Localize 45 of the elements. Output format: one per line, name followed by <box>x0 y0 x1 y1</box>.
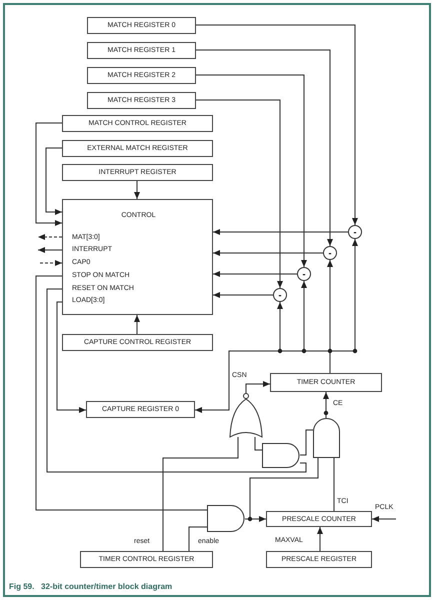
register-box <box>62 140 213 157</box>
arrow <box>212 271 298 277</box>
arrow <box>38 234 62 240</box>
arrow <box>196 24 358 226</box>
register-box <box>87 67 196 84</box>
figure-caption: Fig 59. 32-bit counter/timer block diagram <box>9 581 172 593</box>
connector-line <box>46 288 306 472</box>
arrow <box>38 247 62 253</box>
arrow <box>56 302 86 413</box>
arrow <box>46 148 62 215</box>
register-box <box>87 17 196 34</box>
register-box <box>87 92 196 109</box>
arrow <box>317 526 323 552</box>
register-box <box>62 164 213 181</box>
or-gate <box>230 393 262 437</box>
register-box <box>86 401 195 418</box>
register-box <box>266 551 372 568</box>
connector-line <box>162 436 238 552</box>
arrow <box>196 50 333 246</box>
register-box <box>80 551 213 568</box>
arrow <box>212 229 348 235</box>
connector-line <box>188 526 208 552</box>
arrow <box>196 100 283 288</box>
connector-line <box>36 276 208 510</box>
and-gate <box>313 418 340 458</box>
arrow <box>36 122 62 226</box>
register-box <box>62 334 213 351</box>
arrow <box>134 180 140 200</box>
arrow <box>196 74 307 268</box>
arrow <box>323 392 329 418</box>
register-box <box>87 42 196 59</box>
register-box <box>62 199 213 315</box>
and-gate <box>262 443 300 468</box>
arrow <box>372 516 396 522</box>
and-gate <box>207 505 245 532</box>
register-box <box>266 511 372 527</box>
arrow <box>40 260 62 266</box>
connector-line <box>254 436 262 450</box>
register-box <box>270 373 382 392</box>
register-box <box>62 115 213 132</box>
arrow <box>212 250 324 256</box>
connector-line <box>300 430 314 456</box>
arrow <box>212 292 274 298</box>
arrow <box>134 314 140 334</box>
arrow <box>246 381 270 394</box>
